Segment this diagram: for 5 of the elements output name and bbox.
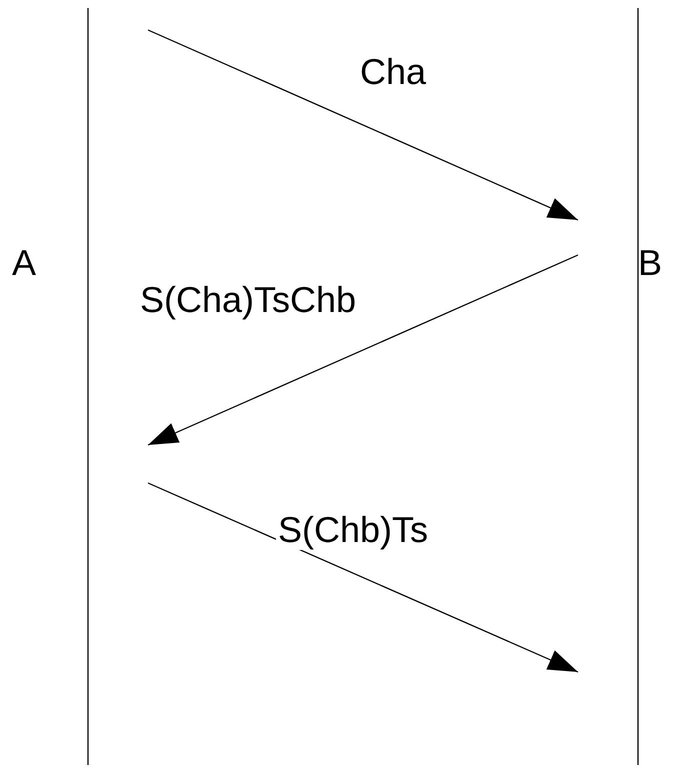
arrow — [148, 254, 578, 446]
participant-label: A — [12, 243, 36, 283]
participant-label: B — [638, 243, 662, 283]
arrow — [148, 482, 578, 673]
arrow — [148, 29, 578, 221]
